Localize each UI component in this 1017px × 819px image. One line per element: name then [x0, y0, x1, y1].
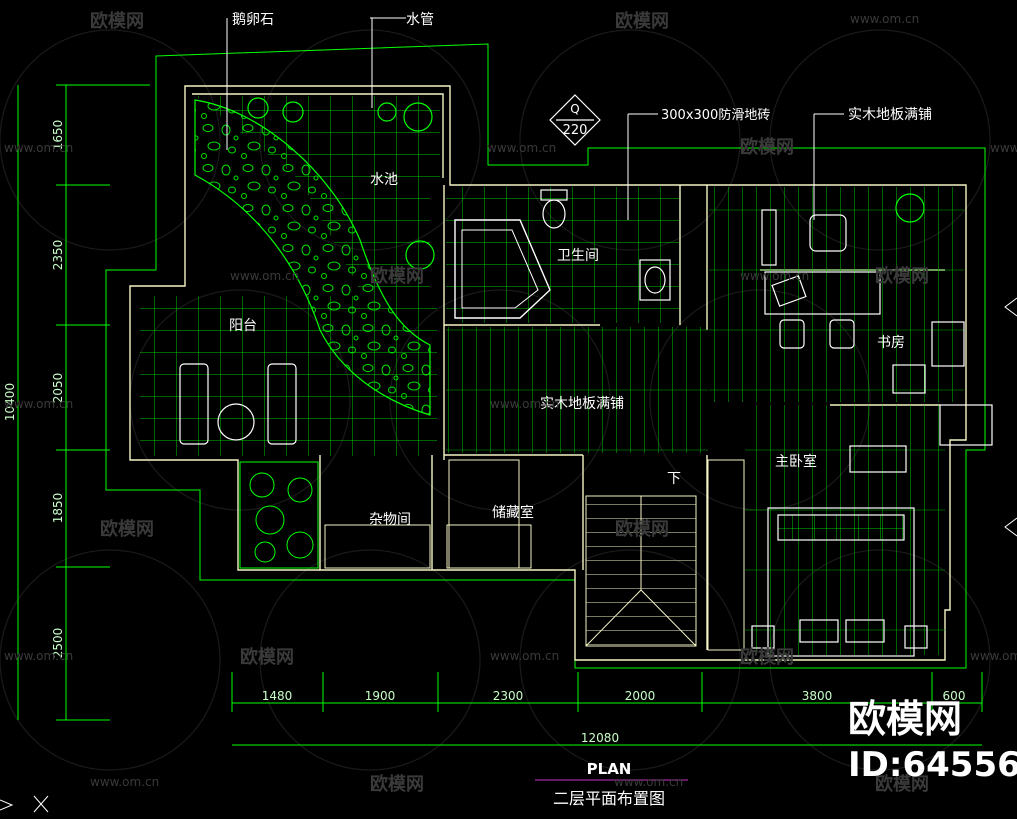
callout-solid-wood-floor: 实木地板满铺 [848, 107, 932, 123]
pond-tile [195, 96, 440, 340]
dim-h-4: 2000 [625, 689, 656, 703]
watermark-logo: 欧模网 [848, 697, 962, 741]
svg-text:www.om.cn: www.om.cn [230, 269, 299, 283]
svg-text:www.om.cn: www.om.cn [850, 12, 919, 26]
svg-text:欧模网: 欧模网 [615, 10, 669, 32]
dim-v-4: 1850 [51, 493, 65, 524]
index-letter: Q [570, 102, 579, 116]
svg-text:欧模网: 欧模网 [240, 646, 294, 668]
staircase [585, 495, 697, 647]
svg-text:www.om.cn: www.om.cn [970, 649, 1017, 663]
leader-lines [226, 17, 844, 781]
svg-text:欧模网: 欧模网 [875, 265, 929, 287]
svg-text:www.om.cn: www.om.cn [490, 397, 559, 411]
hall-wood-floor [446, 327, 708, 453]
svg-text:欧模网: 欧模网 [100, 518, 154, 540]
dim-h-3: 2300 [493, 689, 524, 703]
dim-h-5: 3800 [802, 689, 833, 703]
svg-text:www.om.cn: www.om.cn [90, 775, 159, 789]
svg-text:www.om.cn: www.om.cn [4, 397, 73, 411]
dim-v-1: 1650 [51, 120, 65, 151]
svg-text:www.om.cn: www.om.cn [490, 649, 559, 663]
vertical-dimensions [17, 84, 150, 721]
dim-h-6: 600 [943, 689, 966, 703]
svg-text:www.om.cn: www.om.cn [487, 141, 556, 155]
horizontal-dimensions [231, 672, 983, 746]
dim-h-total: 12080 [581, 731, 619, 745]
dim-h-1: 1480 [262, 689, 293, 703]
svg-text:欧模网: 欧模网 [875, 773, 929, 795]
svg-text:欧模网: 欧模网 [90, 10, 144, 32]
outer-boundary [105, 43, 986, 669]
study-desk [761, 209, 965, 394]
watermark-text: 欧模网 欧模网 欧模网 欧模网 欧模网 欧模网 欧模网 欧模网 欧模网 欧模网 … [90, 10, 929, 795]
dim-v-5: 2500 [51, 628, 65, 659]
room-label-hall-floor: 实木地板满铺 [540, 396, 624, 412]
svg-text:欧模网: 欧模网 [740, 646, 794, 668]
drawing-title: PLAN [587, 760, 632, 778]
balcony-furniture [179, 363, 297, 445]
planter [239, 461, 319, 569]
room-label-down: 下 [667, 471, 681, 487]
room-label-storage: 杂物间 [369, 512, 411, 528]
walls [129, 85, 967, 661]
dim-v-total: 10400 [3, 383, 17, 421]
svg-text:www.om.cn: www.om.cn [614, 775, 683, 789]
bathtub [454, 219, 551, 319]
bed [751, 404, 993, 657]
dim-v-3: 2050 [51, 373, 65, 404]
study-plant-icon [895, 193, 925, 223]
dim-h-2: 1900 [365, 689, 396, 703]
watermark-id: ID:645568 [848, 745, 1017, 785]
pebble-path [194, 99, 431, 416]
watermark-url: www.om.cn www.om.cn www.om.cn www.om.cn … [4, 12, 1017, 789]
room-label-store: 储藏室 [492, 504, 534, 521]
drawing-subtitle: 二层平面布置图 [553, 789, 665, 808]
callout-antislip-tile: 300x300防滑地砖 [661, 107, 770, 123]
corner-marks [0, 297, 1017, 813]
dim-v-2: 2350 [51, 240, 65, 271]
svg-text:欧模网: 欧模网 [615, 518, 669, 540]
callout-pebbles: 鹅卵石 [232, 11, 274, 28]
index-number: 220 [563, 123, 588, 138]
svg-text:www.om.cn: www.om.cn [4, 141, 73, 155]
closets [324, 459, 745, 651]
svg-text:www.om.cn: www.om.cn [4, 649, 73, 663]
svg-text:www.om.cn: www.om.cn [990, 141, 1017, 155]
svg-text:欧模网: 欧模网 [370, 265, 424, 287]
room-label-study: 书房 [877, 335, 905, 351]
toilet-icon [540, 189, 568, 229]
section-index-symbol [549, 94, 601, 146]
room-label-pond: 水池 [370, 172, 398, 188]
svg-text:www.om.cn: www.om.cn [740, 269, 809, 283]
svg-text:欧模网: 欧模网 [740, 136, 794, 158]
room-label-bathroom: 卫生间 [557, 248, 599, 264]
callout-water-pipe: 水管 [406, 12, 434, 28]
pond-plants [247, 97, 435, 270]
sink-icon [639, 259, 671, 301]
study-wood-floor [709, 187, 964, 402]
svg-text:欧模网: 欧模网 [370, 773, 424, 795]
room-label-balcony: 阳台 [229, 318, 257, 334]
room-label-master-bedroom: 主卧室 [775, 453, 817, 470]
